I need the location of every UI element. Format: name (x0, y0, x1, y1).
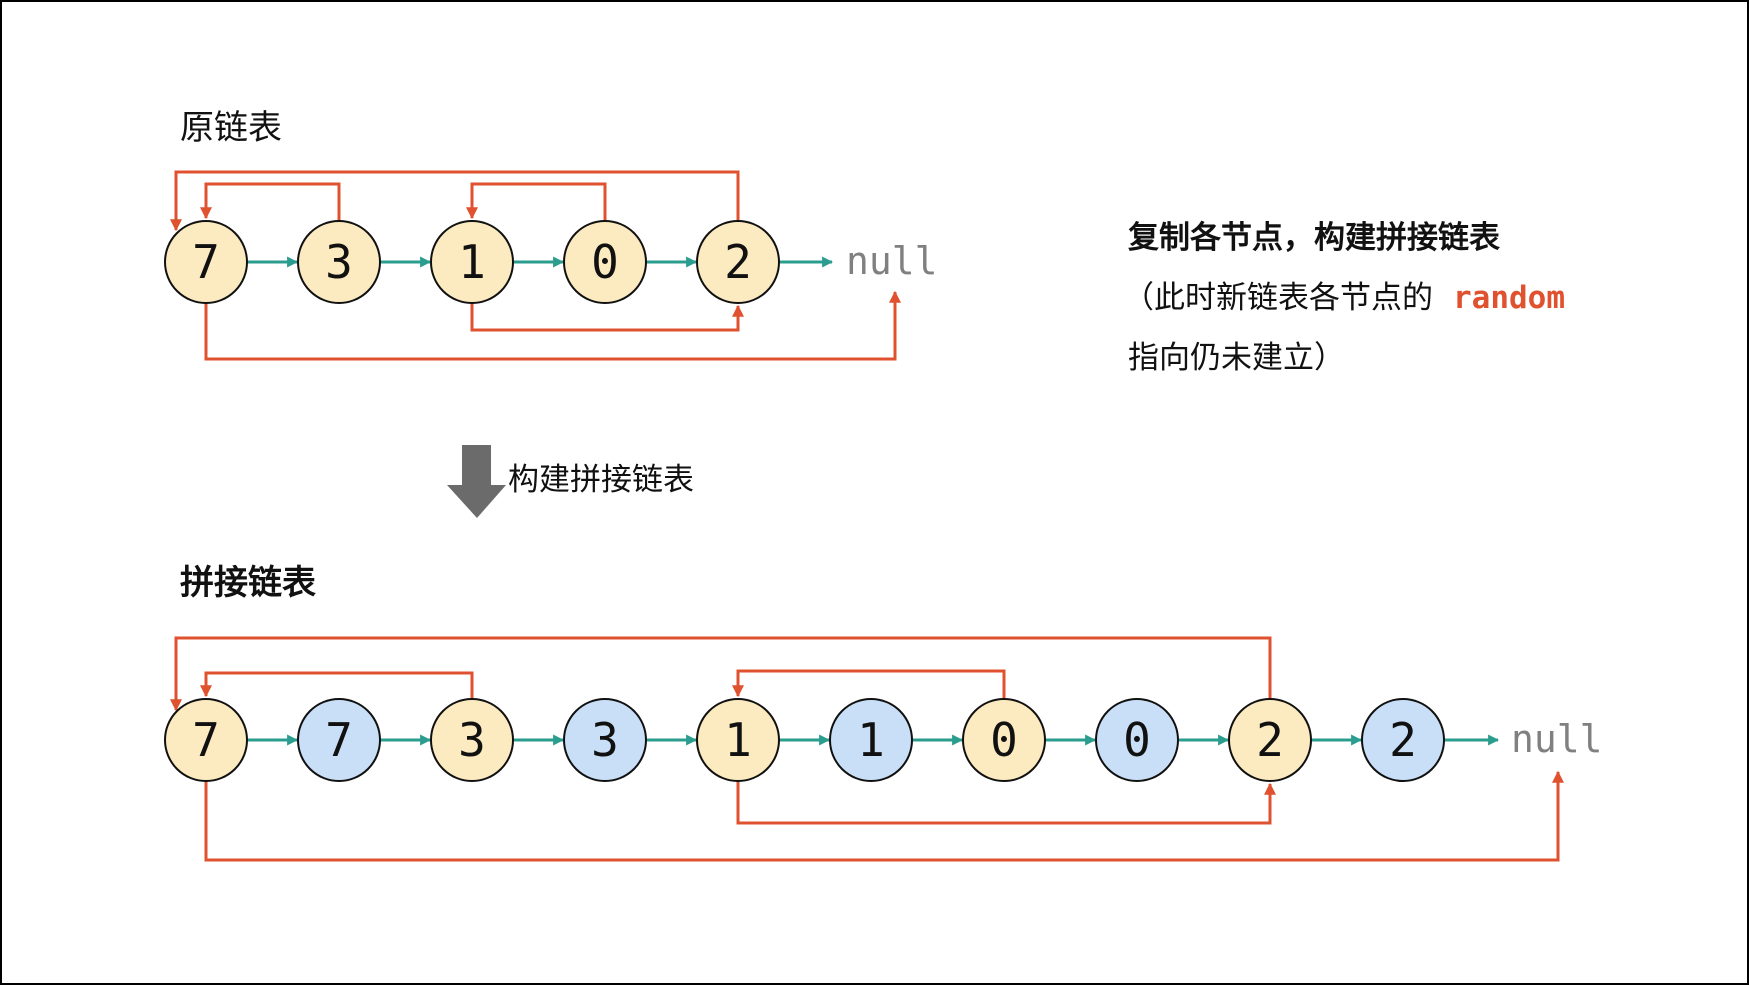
note-line-2: （此时新链表各节点的 random (1123, 272, 1565, 317)
original-random-1-to-2 (470, 303, 744, 332)
original-node-2-label: 2 (724, 235, 752, 289)
note-line-2-prefix: （此时新链表各节点的 (1123, 280, 1433, 316)
spliced-original-node-7-label: 7 (192, 713, 220, 767)
node-layer: 7 3 1 0 2 null 7 7 3 3 1 1 0 0 2 2 null (164, 220, 1603, 782)
original-random-7-to-null (204, 290, 901, 361)
original-node-7-circle (164, 220, 248, 304)
original-node-3-label: 3 (325, 235, 353, 289)
original-list-title: 原链表 (180, 108, 282, 148)
spliced-original-node-2-label: 2 (1256, 713, 1284, 767)
spliced-random-3-to-7 (200, 671, 474, 699)
copy-node-3-circle (563, 698, 647, 782)
spliced-original-node-0-circle (962, 698, 1046, 782)
spliced-random-7-to-null (204, 770, 1564, 862)
spliced-list-title: 拼接链表 (180, 563, 316, 603)
original-node-3-circle (297, 220, 381, 304)
spliced-original-node-7-circle (164, 698, 248, 782)
random-code: random (1453, 280, 1565, 316)
copy-node-7-circle (297, 698, 381, 782)
spliced-random-1-to-2 (736, 781, 1276, 825)
random-pointer-layer (170, 170, 1564, 862)
copy-node-7-label: 7 (325, 713, 353, 767)
spliced-original-node-1-circle (696, 698, 780, 782)
note-line-1: 复制各节点，构建拼接链表 (1128, 220, 1500, 256)
spliced-original-node-0-label: 0 (990, 713, 1018, 767)
note-line-3: 指向仍未建立） (1128, 340, 1345, 376)
copy-node-2-circle (1361, 698, 1445, 782)
spliced-original-node-3-circle (430, 698, 514, 782)
original-random-2-to-7 (170, 170, 740, 232)
copy-node-1-label: 1 (857, 713, 885, 767)
copy-node-2-label: 2 (1389, 713, 1417, 767)
copy-node-1-circle (829, 698, 913, 782)
original-node-7-label: 7 (192, 235, 220, 289)
next-pointer-layer (247, 256, 1500, 746)
spliced-null-label: null (1511, 717, 1603, 761)
copy-node-3-label: 3 (591, 713, 619, 767)
original-node-1-label: 1 (458, 235, 486, 289)
spliced-original-node-1-label: 1 (724, 713, 752, 767)
spliced-random-0-to-1 (732, 669, 1006, 699)
original-node-1-circle (430, 220, 514, 304)
original-node-2-circle (696, 220, 780, 304)
copy-node-0-label: 0 (1123, 713, 1151, 767)
down-arrow-icon (447, 445, 506, 518)
original-null-label: null (846, 239, 938, 283)
original-node-0-label: 0 (591, 235, 619, 289)
spliced-original-node-3-label: 3 (458, 713, 486, 767)
original-random-0-to-1 (466, 182, 607, 221)
spliced-random-2-to-7 (170, 636, 1272, 712)
original-random-3-to-7 (200, 182, 341, 221)
copy-node-0-circle (1095, 698, 1179, 782)
spliced-original-node-2-circle (1228, 698, 1312, 782)
original-node-0-circle (563, 220, 647, 304)
step-arrow-layer (447, 445, 506, 518)
step-label: 构建拼接链表 (508, 462, 694, 498)
